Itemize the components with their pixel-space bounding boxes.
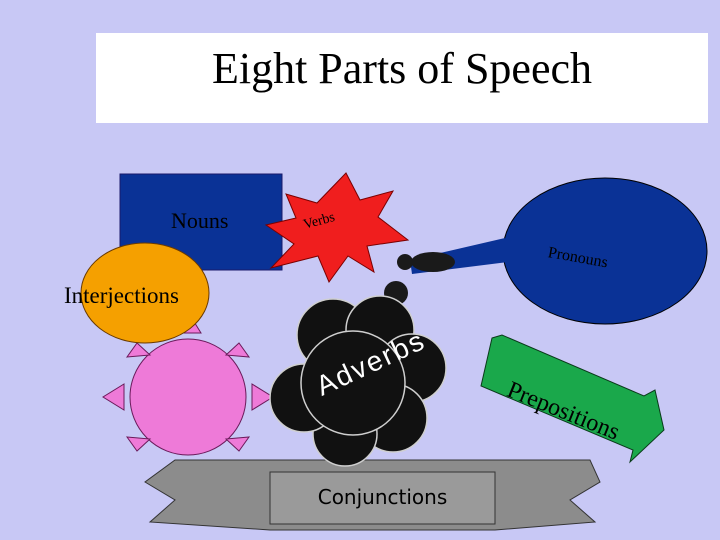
adjectives-sun <box>102 311 274 483</box>
page-title: Eight Parts of Speech <box>211 44 593 93</box>
interjections-oval <box>80 242 210 344</box>
title-box: Eight Parts of Speech <box>96 33 708 123</box>
prepositions-arrow <box>480 334 665 464</box>
conjunctions-label: Conjunctions <box>317 485 448 509</box>
conjunctions-banner <box>144 459 601 531</box>
interjections-label: Interjections <box>64 283 179 308</box>
verbs-burst <box>264 172 410 284</box>
nouns-label: Nouns <box>171 208 229 233</box>
adverbs-cloud <box>269 295 447 467</box>
adjectives-label: Adjectives <box>132 386 233 411</box>
pronouns-bubble <box>384 177 708 325</box>
